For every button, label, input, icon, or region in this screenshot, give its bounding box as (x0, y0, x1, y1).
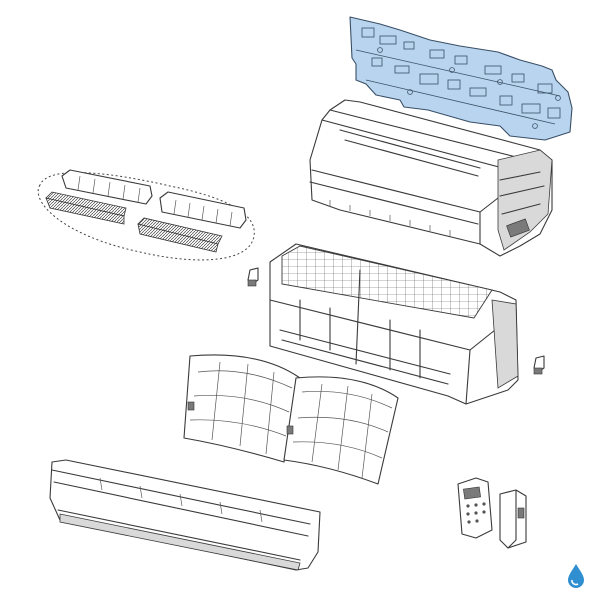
clip-left (247, 267, 259, 287)
indoor-unit-chassis (309, 99, 553, 257)
mounting-plate (349, 16, 573, 141)
filter-set (37, 169, 255, 261)
front-panel (49, 459, 321, 571)
water-drop-logo-icon (568, 564, 584, 588)
air-filter-pair (183, 354, 399, 485)
remote-control (457, 477, 493, 539)
clip-right (533, 355, 545, 375)
remote-holder (499, 489, 527, 549)
heat-exchanger-frame (269, 243, 519, 412)
